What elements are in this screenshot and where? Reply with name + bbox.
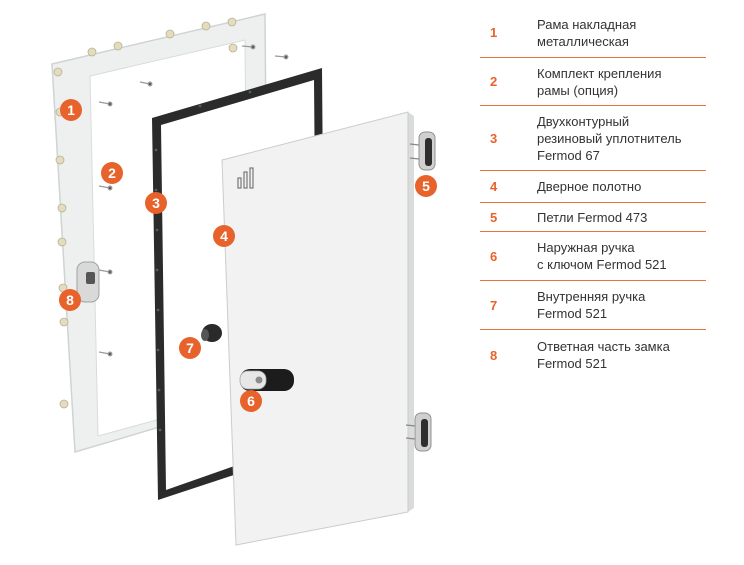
svg-text:6: 6 <box>247 393 255 409</box>
legend-number: 8 <box>490 347 498 363</box>
legend-number: 1 <box>490 25 498 40</box>
legend-row-door-leaf: 4 Дверное полотно <box>480 171 706 203</box>
frame-screw-holes <box>53 17 240 409</box>
svg-text:4: 4 <box>220 228 228 244</box>
parts-legend: 1 Рама накладная металлическая 2 Комплек… <box>480 8 706 380</box>
svg-text:8: 8 <box>66 292 74 308</box>
legend-row-hinges: 5 Петли Fermod 473 <box>480 203 706 232</box>
legend-row-internal-handle: 7 Внутренняя ручка Fermod 521 <box>480 281 706 330</box>
legend-number: 6 <box>490 248 498 264</box>
legend-label: Внутренняя ручка Fermod 521 <box>537 289 646 321</box>
hinge-lower <box>405 412 432 452</box>
legend-label: Комплект крепления рамы (опция) <box>537 65 662 98</box>
callout-7: 7 <box>179 337 201 359</box>
legend-row-gasket: 3 Двухконтурный резиновый уплотнитель Fe… <box>480 106 706 171</box>
legend-label: Наружная ручка с ключом Fermod 521 <box>537 240 667 272</box>
legend-row-lock-counterpart: 8 Ответная часть замка Fermod 521 <box>480 330 706 380</box>
lock-counterpart <box>76 261 100 303</box>
callout-4: 4 <box>213 225 235 247</box>
callout-3: 3 <box>145 192 167 214</box>
legend-number: 4 <box>490 179 498 194</box>
legend-label: Дверное полотно <box>537 179 642 194</box>
svg-text:1: 1 <box>67 102 75 118</box>
svg-text:3: 3 <box>152 195 160 211</box>
legend-number: 7 <box>490 297 498 313</box>
callout-5: 5 <box>415 175 437 197</box>
callout-2: 2 <box>101 162 123 184</box>
svg-text:5: 5 <box>422 178 430 194</box>
svg-text:2: 2 <box>108 165 116 181</box>
hinge-upper <box>409 131 436 171</box>
internal-handle <box>201 324 222 342</box>
callout-6: 6 <box>240 390 262 412</box>
legend-row-mounting-kit: 2 Комплект крепления рамы (опция) <box>480 58 706 106</box>
external-handle <box>239 369 294 391</box>
legend-label: Рама накладная металлическая <box>537 16 637 49</box>
door-assembly-illustration: 1 2 3 4 5 6 7 8 <box>51 13 437 546</box>
door-logo <box>237 167 254 189</box>
svg-text:7: 7 <box>186 340 194 356</box>
callout-8: 8 <box>59 289 81 311</box>
callout-1: 1 <box>60 99 82 121</box>
legend-row-external-handle: 6 Наружная ручка с ключом Fermod 521 <box>480 232 706 281</box>
legend-number: 2 <box>490 74 498 89</box>
door-leaf <box>221 111 414 546</box>
legend-number: 3 <box>490 130 498 146</box>
legend-number: 5 <box>490 209 498 225</box>
legend-label: Петли Fermod 473 <box>537 209 648 225</box>
legend-label: Двухконтурный резиновый уплотнитель Ferm… <box>537 113 682 163</box>
legend-row-frame: 1 Рама накладная металлическая <box>480 8 706 58</box>
legend-label: Ответная часть замка Fermod 521 <box>537 339 670 371</box>
